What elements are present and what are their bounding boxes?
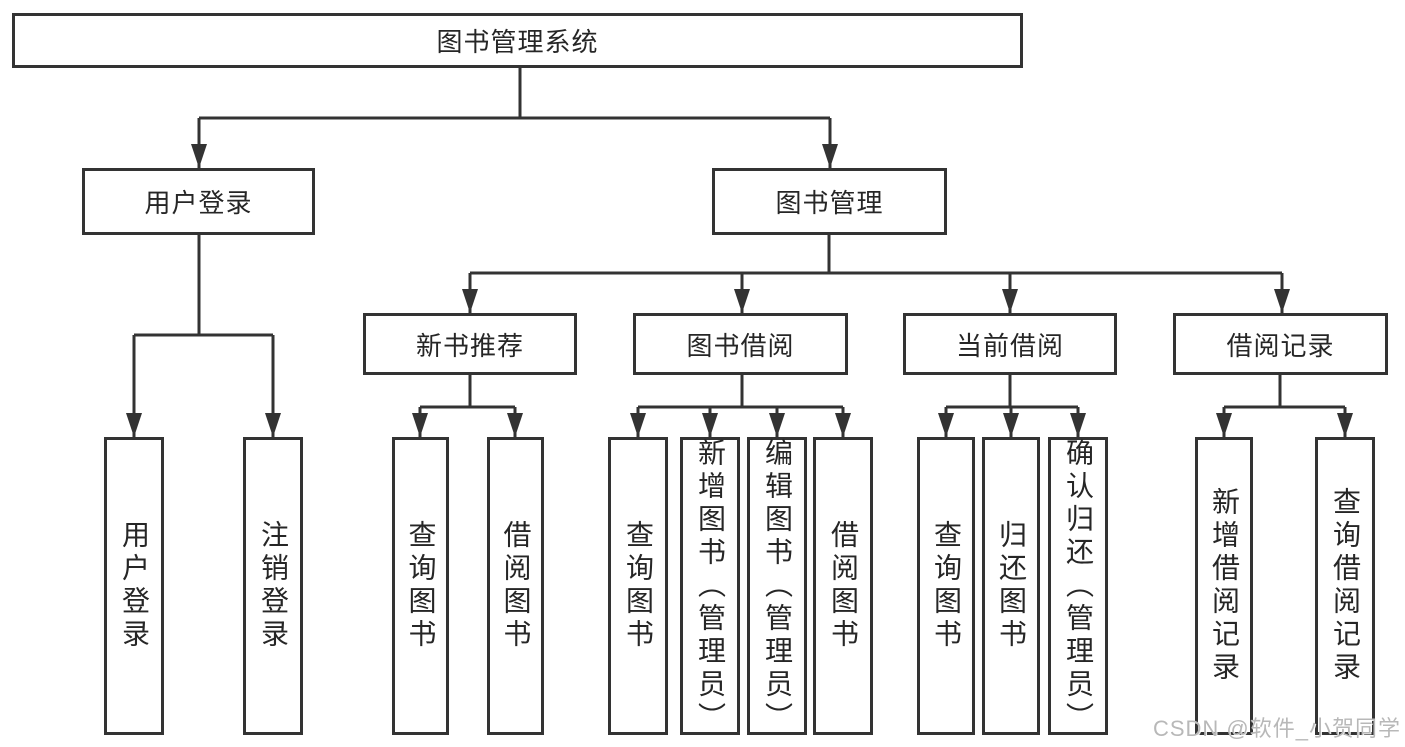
arrowhead-down-icon <box>126 413 142 437</box>
leaf-user-login: 用户登录 <box>104 437 164 735</box>
arrowhead-down-icon <box>1003 413 1019 437</box>
leaf-label: 注销登录 <box>258 520 289 652</box>
arrowhead-down-icon <box>769 413 785 437</box>
leaf-query-books-newbook: 查询图书 <box>392 437 449 735</box>
node-borrowing-records: 借阅记录 <box>1173 313 1388 375</box>
leaf-query-borrow-record: 查询借阅记录 <box>1315 437 1375 735</box>
arrowhead-down-icon <box>191 144 207 168</box>
node-library-management-system: 图书管理系统 <box>12 13 1023 68</box>
leaf-label: 查询图书 <box>405 520 437 652</box>
leaf-label: 新增借阅记录 <box>1209 487 1240 685</box>
arrowhead-down-icon <box>702 413 718 437</box>
node-label: 图书借阅 <box>686 330 795 361</box>
leaf-label: 借阅图书 <box>828 520 859 652</box>
leaf-label: 归还图书 <box>996 520 1027 652</box>
leaf-borrow-books: 借阅图书 <box>813 437 873 735</box>
node-label: 借阅记录 <box>1226 330 1335 361</box>
arrowhead-down-icon <box>822 144 838 168</box>
leaf-label: 编辑图书（管理员） <box>762 437 793 735</box>
csdn-watermark: CSDN @软件_小贺同学 <box>1152 716 1401 741</box>
node-label: 图书管理系统 <box>436 27 599 57</box>
leaf-label: 查询图书 <box>623 520 654 652</box>
leaf-label: 借阅图书 <box>500 520 532 652</box>
arrowhead-down-icon <box>734 289 750 313</box>
leaf-label: 新增图书（管理员） <box>695 437 726 735</box>
leaf-edit-book-admin: 编辑图书（管理员） <box>747 437 807 735</box>
arrowhead-down-icon <box>1070 413 1086 437</box>
arrowhead-down-icon <box>835 413 851 437</box>
arrowhead-down-icon <box>1216 413 1232 437</box>
arrowhead-down-icon <box>412 413 428 437</box>
node-user-login: 用户登录 <box>82 168 315 235</box>
arrowhead-down-icon <box>462 289 478 313</box>
arrowhead-down-icon <box>265 413 281 437</box>
arrowhead-down-icon <box>938 413 954 437</box>
node-current-borrowing: 当前借阅 <box>903 313 1117 375</box>
leaf-add-borrow-record: 新增借阅记录 <box>1195 437 1253 735</box>
arrowhead-down-icon <box>1337 413 1353 437</box>
node-label: 当前借阅 <box>955 330 1064 361</box>
leaf-confirm-return-admin: 确认归还（管理员） <box>1048 437 1108 735</box>
node-book-borrowing: 图书借阅 <box>633 313 848 375</box>
leaf-add-book-admin: 新增图书（管理员） <box>680 437 740 735</box>
leaf-label: 查询借阅记录 <box>1330 487 1361 685</box>
arrowhead-down-icon <box>1274 289 1290 313</box>
leaf-query-books-borrow: 查询图书 <box>608 437 668 735</box>
leaf-return-books: 归还图书 <box>982 437 1040 735</box>
leaf-label: 确认归还（管理员） <box>1063 437 1094 735</box>
leaf-logout: 注销登录 <box>243 437 303 735</box>
leaf-label: 查询图书 <box>931 520 962 652</box>
leaf-query-books-current: 查询图书 <box>917 437 975 735</box>
leaf-borrow-books-newbook: 借阅图书 <box>487 437 544 735</box>
node-label: 用户登录 <box>144 188 253 218</box>
arrowhead-down-icon <box>630 413 646 437</box>
node-label: 图书管理 <box>775 188 884 218</box>
node-book-management: 图书管理 <box>712 168 947 235</box>
node-label: 新书推荐 <box>415 330 524 361</box>
arrowhead-down-icon <box>1002 289 1018 313</box>
node-new-book-recommend: 新书推荐 <box>363 313 577 375</box>
arrowhead-down-icon <box>507 413 523 437</box>
leaf-label: 用户登录 <box>119 520 150 652</box>
